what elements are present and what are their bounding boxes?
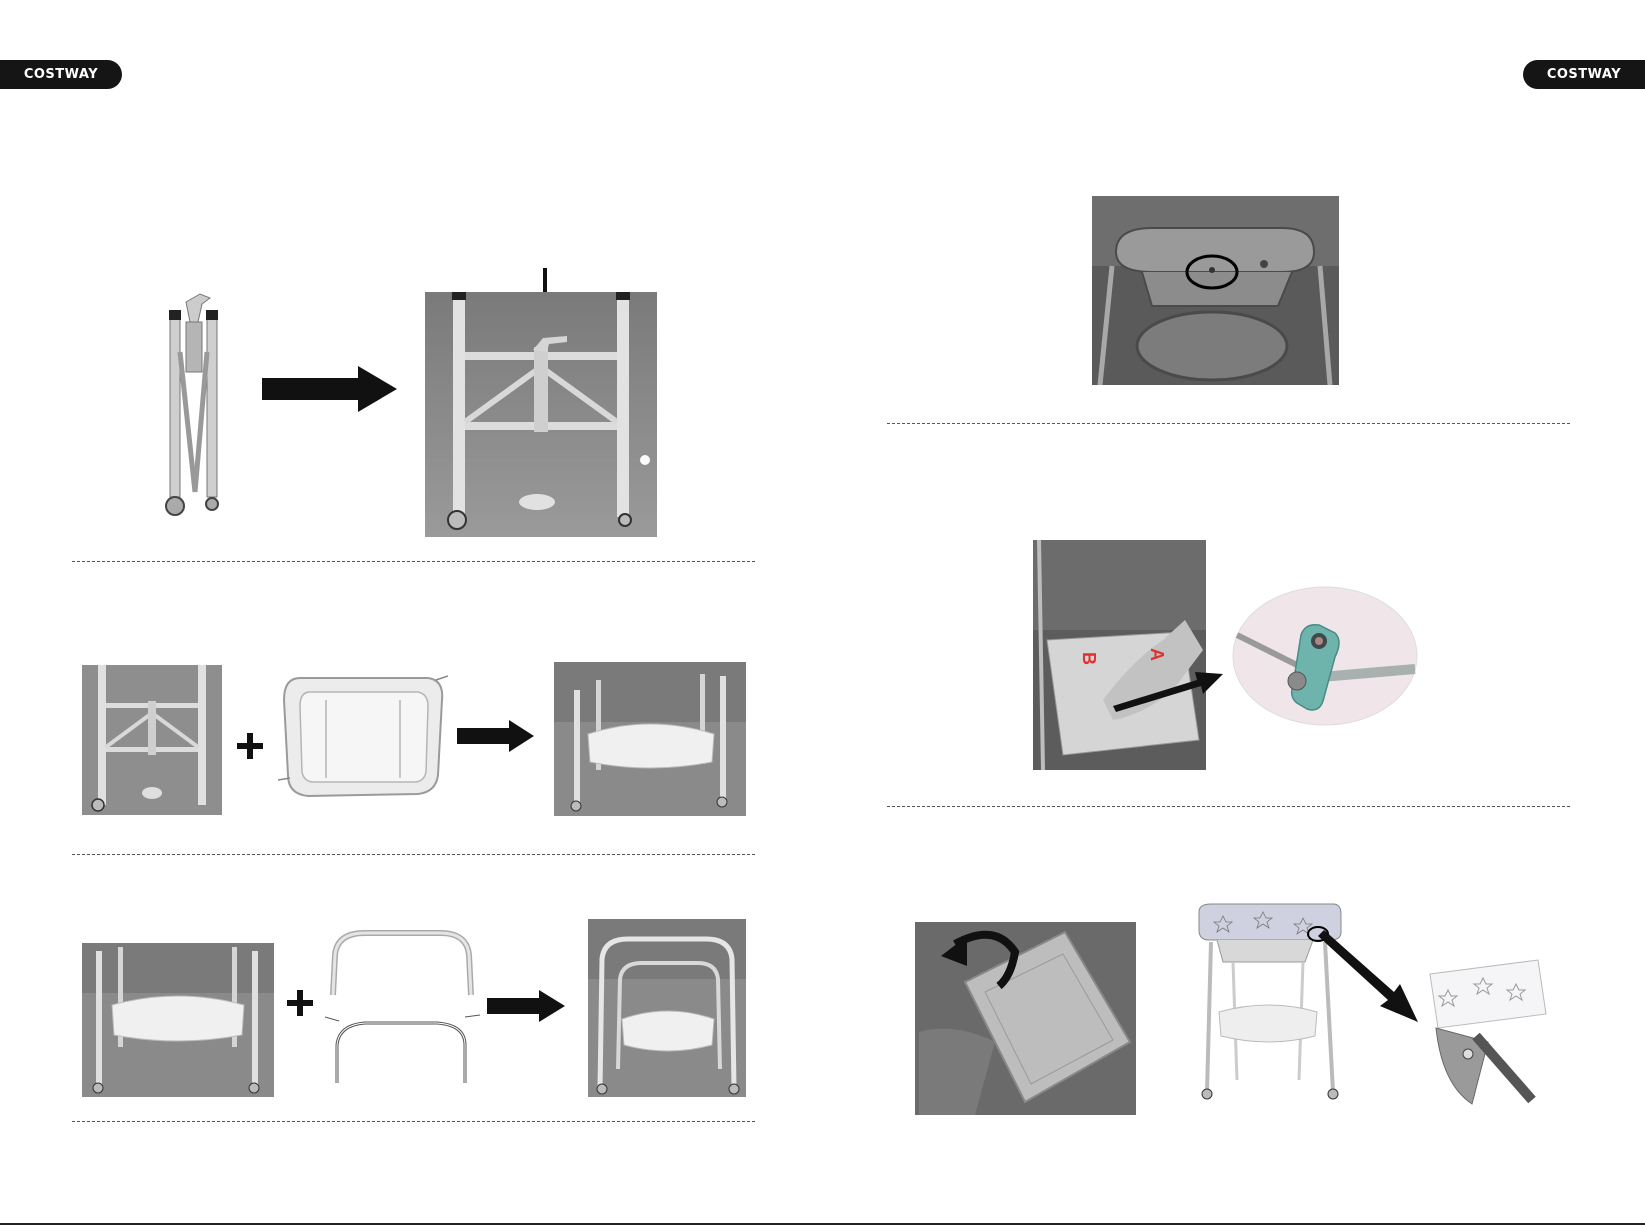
brand-logo-text: COSTWAY [24,67,98,82]
tub-tray-figure [278,670,448,800]
plus-icon [285,988,315,1018]
changing-pad-ab-photo: A B [1033,540,1206,770]
plus-icon [235,731,265,761]
right-arrow-icon [1113,666,1223,714]
folding-pad-photo [915,922,1136,1115]
section-divider [887,423,1570,424]
right-arrow-icon [1318,930,1418,1022]
frame-with-arches-photo [588,919,746,1097]
right-arrow-icon [262,366,397,412]
folded-frame-figure [160,292,230,520]
section-divider [72,854,755,855]
hook-closeup-figure [1428,954,1548,1109]
section-divider [72,561,755,562]
teal-clip-closeup [1231,585,1419,727]
right-arrow-icon [487,990,565,1022]
brand-logo-text: COSTWAY [1547,67,1621,82]
part-label-b: B [1079,652,1099,665]
unfolded-frame-photo [425,292,657,537]
frame-with-tray-photo [554,662,746,816]
section-divider [887,806,1570,807]
bathtub-screw-photo [1092,196,1339,385]
upper-arch-bars-figure [325,925,480,1095]
right-arrow-icon [457,720,534,752]
frame-with-tray-photo-2 [82,943,274,1097]
frame-photo-small [82,665,222,815]
page-bottom-rule [0,1223,1645,1225]
part-label-a: A [1147,648,1167,661]
brand-logo-left: COSTWAY [0,60,122,89]
brand-logo-right: COSTWAY [1523,60,1645,89]
section-divider [72,1121,755,1122]
